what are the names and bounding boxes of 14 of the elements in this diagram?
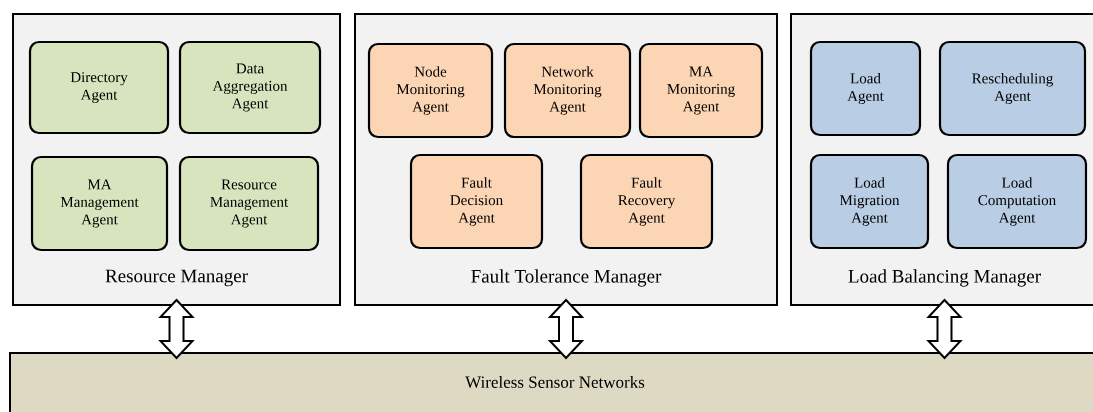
agent-box: Load Migration Agent bbox=[809, 153, 930, 250]
agent-box: Fault Decision Agent bbox=[409, 153, 544, 250]
agent-box: Data Aggregation Agent bbox=[178, 40, 322, 135]
agent-box: Rescheduling Agent bbox=[938, 40, 1087, 137]
agent-box: Node Monitoring Agent bbox=[367, 42, 494, 139]
agent-box: MA Monitoring Agent bbox=[638, 42, 764, 139]
agent-box: Directory Agent bbox=[28, 40, 170, 135]
agent-box: Resource Management Agent bbox=[178, 155, 320, 252]
agent-box: Fault Recovery Agent bbox=[579, 153, 714, 250]
agent-box: Load Agent bbox=[809, 40, 922, 137]
agent-box: MA Management Agent bbox=[30, 155, 169, 252]
agent-box: Network Monitoring Agent bbox=[503, 42, 632, 139]
agent-box: Load Computation Agent bbox=[946, 153, 1088, 250]
network-bar: Wireless Sensor Networks bbox=[9, 352, 1093, 412]
